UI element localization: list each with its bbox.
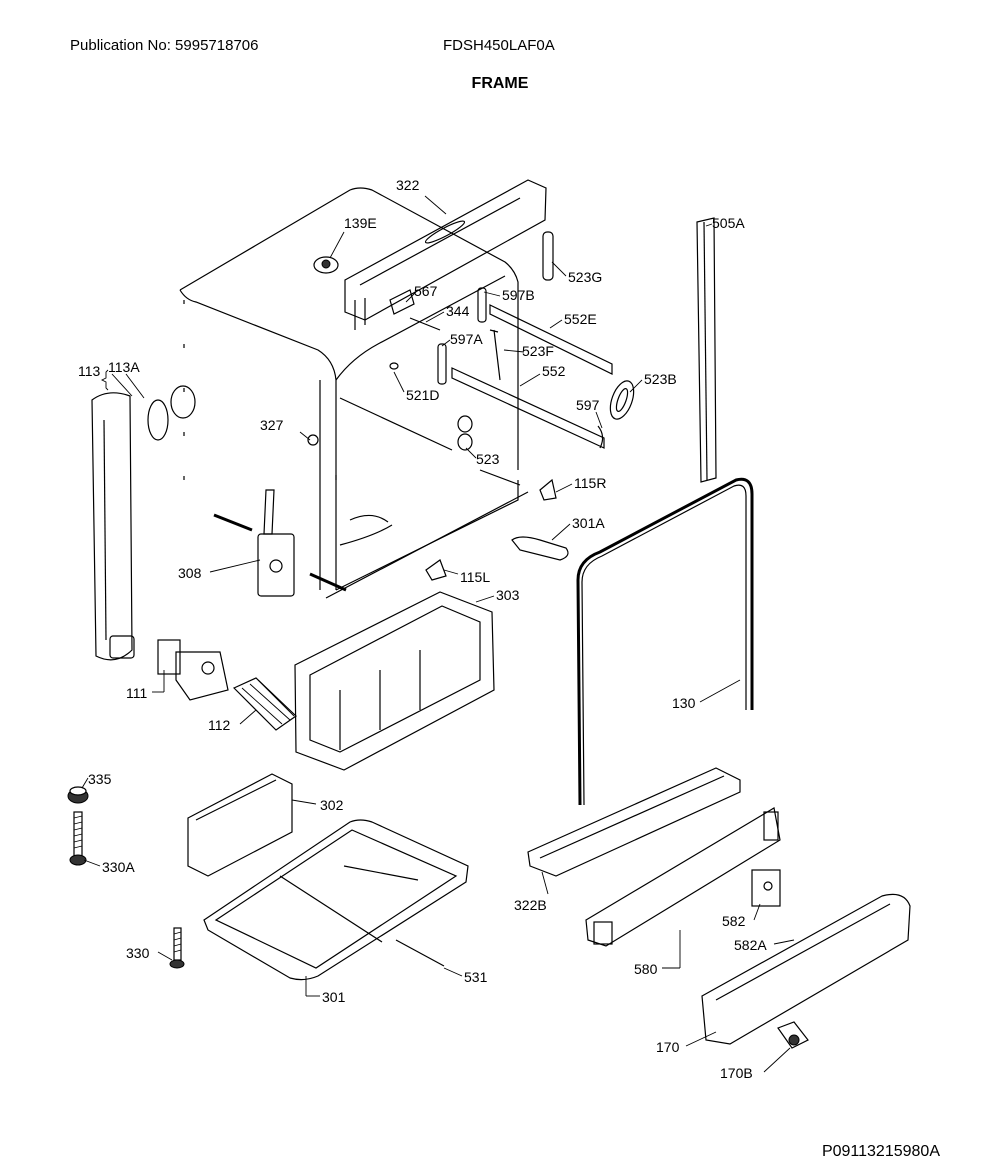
part-322B-drawing bbox=[527, 767, 741, 877]
part-303-drawing bbox=[294, 591, 495, 771]
part-344-drawing bbox=[409, 317, 441, 331]
callout-303: 303 bbox=[496, 587, 520, 603]
callout-130: 130 bbox=[672, 695, 696, 711]
part-170B-drawing bbox=[777, 1021, 809, 1049]
callout-322B: 322B bbox=[514, 897, 547, 913]
callout-330A: 330A bbox=[102, 859, 135, 875]
part-531-drawing bbox=[395, 939, 445, 967]
callout-301: 301 bbox=[322, 989, 346, 1005]
callout-580: 580 bbox=[634, 961, 658, 977]
leader-lines bbox=[81, 195, 795, 1073]
callout-344: 344 bbox=[446, 303, 470, 319]
part-112-drawing bbox=[232, 677, 297, 731]
callout-308: 308 bbox=[178, 565, 202, 581]
part-308-drawing bbox=[213, 489, 347, 597]
part-567-drawing bbox=[389, 289, 415, 315]
callout-322: 322 bbox=[396, 177, 420, 193]
part-552-drawing bbox=[451, 367, 605, 449]
callout-170: 170 bbox=[656, 1039, 680, 1055]
part-597-drawing bbox=[597, 425, 604, 449]
page-title: FRAME bbox=[471, 75, 529, 92]
diagram-code: P09113215980A bbox=[821, 1143, 940, 1160]
part-301-drawing bbox=[203, 819, 469, 981]
part-302-drawing bbox=[187, 773, 293, 877]
callout-115R: 115R bbox=[574, 475, 606, 491]
publication-number: Publication No: 5995718706 bbox=[70, 37, 259, 54]
callout-115L: 115L bbox=[460, 569, 490, 585]
callout-112: 112 bbox=[208, 717, 231, 733]
part-582-drawing bbox=[751, 869, 781, 907]
callout-597: 597 bbox=[576, 397, 600, 413]
callout-327: 327 bbox=[260, 417, 284, 433]
callout-302: 302 bbox=[320, 797, 344, 813]
callout-335: 335 bbox=[88, 771, 112, 787]
part-597A-drawing bbox=[437, 343, 447, 385]
part-327-drawing bbox=[307, 434, 319, 446]
model-number: FDSH450LAF0A bbox=[443, 37, 555, 54]
part-301A-drawing bbox=[511, 536, 569, 561]
part-130-drawing bbox=[576, 477, 754, 806]
callout-301A: 301A bbox=[572, 515, 605, 531]
part-552E-drawing bbox=[489, 304, 613, 375]
callout-170B: 170B bbox=[720, 1065, 753, 1081]
part-335-drawing bbox=[67, 786, 89, 804]
callout-531: 531 bbox=[464, 969, 488, 985]
callout-552: 552 bbox=[542, 363, 566, 379]
part-330A-drawing bbox=[69, 811, 87, 866]
part-523-drawing bbox=[457, 415, 473, 451]
part-111-drawing bbox=[157, 639, 229, 701]
part-115L-drawing bbox=[425, 559, 447, 581]
part-523F-drawing bbox=[489, 329, 501, 381]
part-580-drawing bbox=[585, 807, 781, 947]
callout-330: 330 bbox=[126, 945, 150, 961]
callout-523F: 523F bbox=[522, 343, 554, 359]
part-521D-drawing bbox=[389, 362, 399, 370]
callout-523B: 523B bbox=[644, 371, 677, 387]
callout-139E: 139E bbox=[344, 215, 377, 231]
callout-567: 567 bbox=[414, 283, 438, 299]
callout-111: 111 bbox=[126, 685, 147, 701]
part-139E-drawing bbox=[313, 256, 339, 274]
callout-582A: 582A bbox=[734, 937, 767, 953]
callout-113: 113 bbox=[78, 363, 101, 379]
callout-597B: 597B bbox=[502, 287, 535, 303]
part-505A-drawing bbox=[696, 217, 717, 483]
part-330-drawing bbox=[169, 927, 185, 969]
part-113-drawing bbox=[91, 385, 196, 661]
callout-582: 582 bbox=[722, 913, 746, 929]
callout-552E: 552E bbox=[564, 311, 597, 327]
part-597B-drawing bbox=[477, 287, 487, 323]
part-115R-drawing bbox=[539, 478, 557, 501]
tub-cabinet-drawing bbox=[179, 187, 529, 599]
callout-523G: 523G bbox=[568, 269, 602, 285]
part-523B-drawing bbox=[609, 380, 635, 420]
callout-521D: 521D bbox=[406, 387, 439, 403]
callout-523: 523 bbox=[476, 451, 500, 467]
callout-505A: 505A bbox=[712, 215, 745, 231]
callout-113A: 113A bbox=[108, 359, 140, 375]
part-523G-drawing bbox=[542, 231, 554, 281]
part-170-drawing bbox=[701, 893, 911, 1045]
callout-597A: 597A bbox=[450, 331, 483, 347]
part-322-drawing bbox=[344, 179, 547, 330]
